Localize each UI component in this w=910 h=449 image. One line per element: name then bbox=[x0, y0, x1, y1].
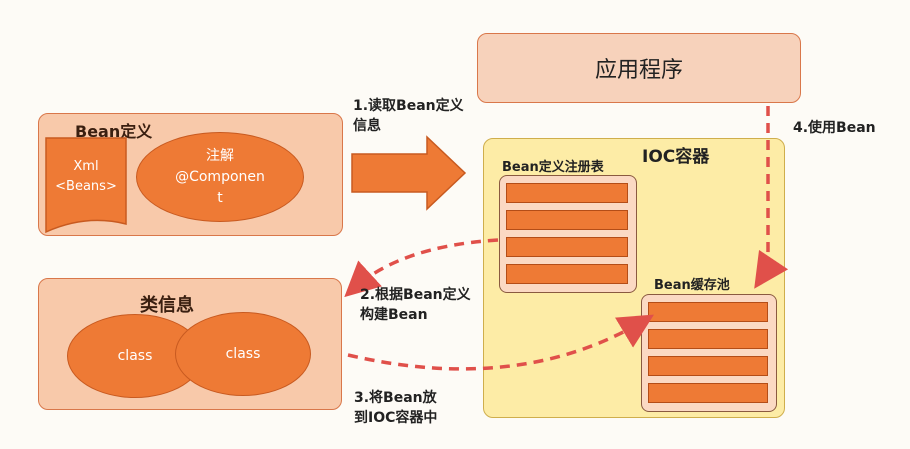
registry-slot bbox=[506, 183, 628, 203]
xml-line: Xml bbox=[73, 159, 99, 174]
annotation-line-3: t bbox=[217, 189, 223, 206]
xml-document-text: Xml <Beans> bbox=[46, 157, 126, 197]
use-bean-arrow bbox=[754, 106, 789, 289]
step2-line2: 构建Bean bbox=[360, 307, 428, 323]
step2-label: 2.根据Bean定义 构建Bean bbox=[360, 285, 471, 325]
annotation-line-2: @Componen bbox=[175, 168, 265, 185]
annotation-line-1: 注解 bbox=[205, 147, 234, 164]
class-oval-2: class bbox=[175, 312, 311, 396]
class-oval-1-label: class bbox=[117, 348, 153, 364]
registry-slot bbox=[506, 264, 628, 284]
pool-slot bbox=[648, 356, 768, 376]
registry-slot bbox=[506, 210, 628, 230]
beans-line: <Beans> bbox=[55, 179, 117, 194]
application-box: 应用程序 bbox=[477, 33, 801, 103]
application-label: 应用程序 bbox=[594, 58, 683, 83]
step3-line2: 到IOC容器中 bbox=[354, 410, 438, 426]
step4-label: 4.使用Bean bbox=[793, 118, 876, 138]
bean-definition-title: Bean定义 bbox=[75, 122, 153, 141]
put-bean-arrow bbox=[347, 314, 655, 371]
bean-pool-title: Bean缓存池 bbox=[654, 278, 730, 293]
class-oval-2-label: class bbox=[225, 346, 261, 362]
registry-slot bbox=[506, 237, 628, 257]
step1-line2: 信息 bbox=[353, 118, 381, 134]
bean-pool-panel bbox=[641, 294, 777, 412]
step4-line1: 4.使用Bean bbox=[793, 120, 876, 136]
step1-label: 1.读取Bean定义 信息 bbox=[353, 96, 464, 136]
build-bean-arrow bbox=[344, 238, 499, 298]
class-info-title: 类信息 bbox=[140, 295, 194, 316]
step3-line1: 3.将Bean放 bbox=[354, 390, 437, 406]
read-definition-arrow bbox=[351, 135, 467, 211]
ioc-container-title: IOC容器 bbox=[642, 147, 710, 167]
pool-slot bbox=[648, 383, 768, 403]
step2-line1: 2.根据Bean定义 bbox=[360, 287, 471, 303]
step1-line1: 1.读取Bean定义 bbox=[353, 98, 464, 114]
bean-registry-panel bbox=[499, 175, 637, 293]
bean-registry-title: Bean定义注册表 bbox=[502, 160, 604, 175]
annotation-oval: 注解 @Componen t bbox=[136, 132, 304, 222]
step3-label: 3.将Bean放 到IOC容器中 bbox=[354, 388, 437, 428]
pool-slot bbox=[648, 302, 768, 322]
